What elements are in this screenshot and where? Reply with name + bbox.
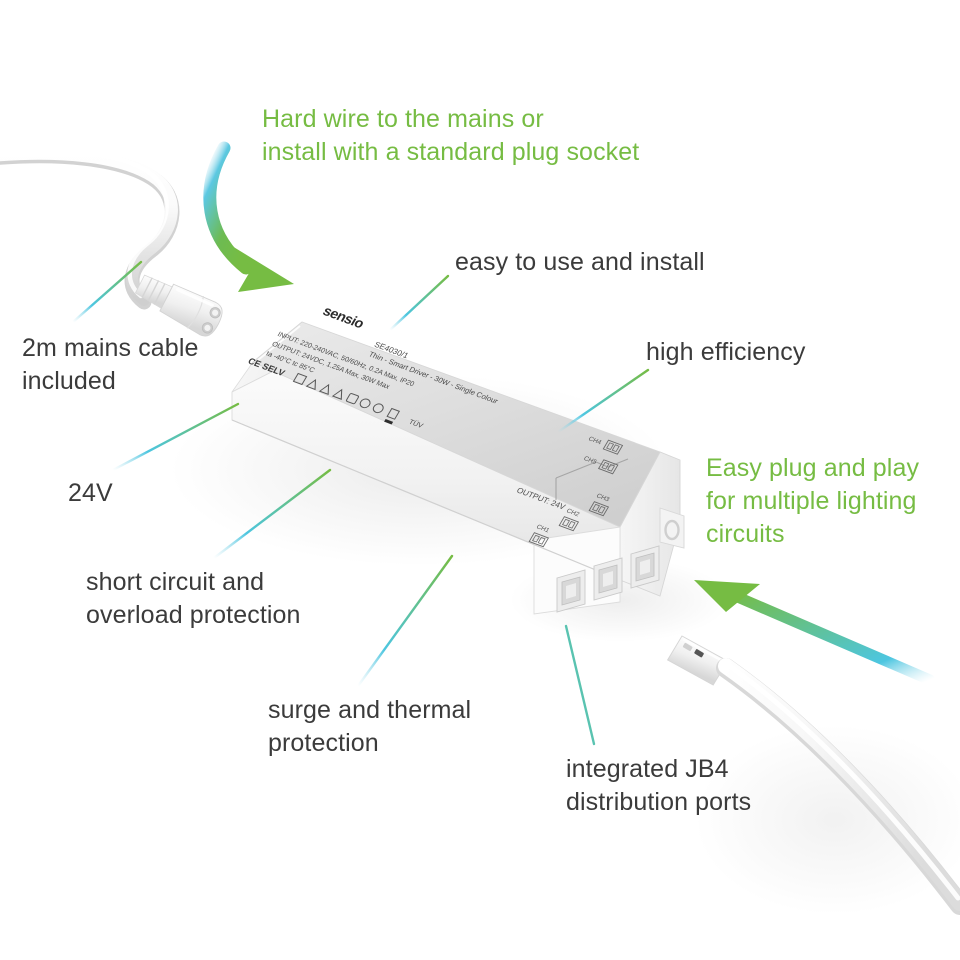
brand-wordmark: sensio	[320, 303, 368, 332]
out-cable-shadow	[695, 725, 960, 915]
leader-lines	[71, 260, 650, 746]
arrow-hardwire	[203, 141, 294, 292]
certification-symbols: TÜV	[292, 372, 425, 430]
leader-jb4-ports	[564, 624, 596, 746]
jb4-output-sockets	[556, 545, 660, 613]
svg-text:CH4: CH4	[587, 436, 603, 447]
svg-text:CH3: CH3	[595, 493, 611, 504]
jb4-output-cable	[666, 635, 960, 915]
front-channel-markers: CH1 CH2 CH3	[528, 493, 611, 548]
leader-24v	[111, 402, 240, 472]
callout-jb4-ports: integrated JB4 distribution ports	[566, 755, 752, 816]
leader-high-efficiency	[556, 368, 650, 434]
leader-easy-use	[388, 274, 450, 332]
mounting-ear	[659, 507, 685, 549]
svg-text:CH2: CH2	[565, 508, 581, 519]
callout-high-efficiency: high efficiency	[646, 338, 806, 366]
callout-mains-cable: 2m mains cable included	[22, 334, 199, 395]
callout-short-circuit-protection: short circuit and overload protection	[86, 568, 301, 629]
silkscreen-trace	[555, 458, 629, 479]
svg-text:CH1: CH1	[535, 524, 551, 535]
svg-text:CH5: CH5	[582, 455, 598, 466]
top-channel-markers: CH4 CH5	[582, 436, 624, 475]
c7-plug-connector	[134, 274, 223, 337]
callout-voltage: 24V	[68, 479, 113, 507]
callout-hardwire: Hard wire to the mains or install with a…	[262, 105, 640, 166]
leader-mains-cable	[71, 260, 143, 324]
leader-short-circuit	[212, 468, 332, 560]
leader-surge	[356, 554, 454, 688]
callout-surge-thermal-protection: surge and thermal protection	[268, 696, 472, 757]
callout-plug-and-play: Easy plug and play for multiple lighting…	[706, 454, 920, 548]
callout-easy-to-use: easy to use and install	[455, 248, 705, 276]
arrow-plug-and-play	[694, 580, 936, 686]
svg-text:TÜV: TÜV	[407, 418, 424, 430]
